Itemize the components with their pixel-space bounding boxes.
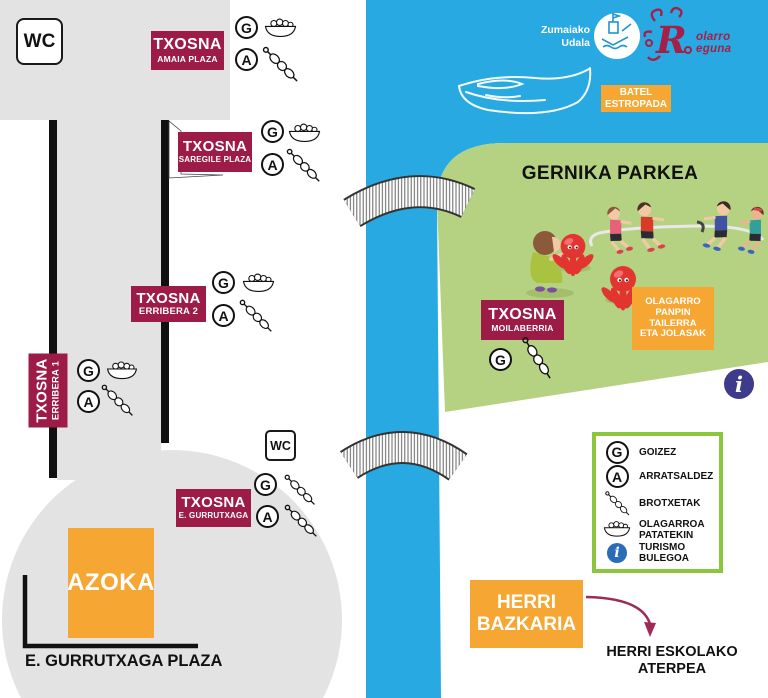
info-icon: i (724, 369, 754, 399)
olarro-logo-letter: R (655, 18, 687, 62)
skewer-icon (515, 336, 558, 379)
txosna-name: TXOSNA (181, 494, 246, 512)
tug-of-war-illustration (589, 201, 765, 254)
txosna-location: AMAIA PLAZA (157, 53, 218, 64)
legend-item-brotxetak: BROTXETAK (602, 490, 713, 517)
girl-octopus-illustration (526, 231, 574, 298)
legend-label: OLAGARROA PATATEKIN (639, 518, 705, 541)
afternoon-marker: A (256, 505, 279, 528)
bowl-icon (264, 18, 297, 37)
skewer-icon (604, 491, 629, 516)
skewer-icon (284, 504, 317, 537)
afternoon-marker: A (605, 465, 629, 489)
info-icon: i (607, 543, 627, 564)
legend-item-arratsaldez: A ARRATSALDEZ (602, 465, 714, 489)
legend-item-turismo: i TURISMO BULEGOA (602, 542, 713, 564)
legend-label: BROTXETAK (639, 497, 701, 509)
bowl-icon (242, 273, 275, 292)
afternoon-marker: A (212, 304, 235, 327)
afternoon-marker: A (77, 390, 100, 413)
legend-label: ARRATSALDEZ (639, 471, 714, 483)
skewer-icon (101, 384, 134, 417)
txosna-name: TXOSNA (153, 36, 222, 54)
morning-letter: G (241, 19, 252, 36)
txosna-name: TXOSNA (182, 138, 248, 156)
afternoon-letter: A (83, 393, 94, 410)
wc-label: WC (270, 438, 291, 453)
morning-marker: G (77, 359, 100, 382)
morning-marker: G (261, 120, 284, 143)
txosna-badge-erribera-2: TXOSNA ERRIBERA 2 (131, 286, 206, 322)
afternoon-letter: A (267, 156, 278, 173)
txosna-name: TXOSNA (33, 357, 51, 423)
morning-letter: G (83, 362, 94, 379)
plaza-corner-line (22, 575, 198, 649)
morning-marker: G (254, 473, 277, 496)
afternoon-letter: A (218, 307, 229, 324)
legend: G GOIZEZ A ARRATSALDEZ BROTXETAK OLAGARR… (592, 432, 723, 573)
txosna-badge-amaia-plaza: TXOSNA AMAIA PLAZA (151, 31, 224, 70)
skewer-icon (239, 299, 272, 332)
afternoon-marker: A (261, 153, 284, 176)
txosna-badge-erribera-1: TXOSNA ERRIBERA 1 (28, 353, 67, 427)
plaza-name-label: E. GURRUTXAGA PLAZA (25, 652, 223, 670)
txosna-location: ERRIBERA 1 (49, 360, 61, 420)
txosna-location: MOILABERRIA (491, 323, 554, 334)
morning-letter: G (218, 274, 229, 291)
txosna-location: ERRIBERA 2 (138, 306, 199, 318)
road-lines (49, 120, 169, 478)
morning-marker: G (212, 271, 235, 294)
wc-sign-north: WC (16, 18, 63, 65)
morning-marker: G (235, 16, 258, 39)
bridge-icon-south (339, 431, 468, 481)
morning-marker: G (489, 348, 512, 371)
legend-item-goizez: G GOIZEZ (602, 440, 713, 464)
azoka-box: AZOKA (67, 528, 154, 638)
morning-letter: G (260, 476, 271, 493)
legend-item-olagarroa: OLAGARROA PATATEKIN (602, 519, 713, 541)
direction-arrow (585, 595, 656, 637)
event-name-label: olarro eguna (696, 31, 732, 55)
afternoon-letter: A (241, 51, 252, 68)
morning-letter: G (611, 444, 623, 461)
txosna-name: TXOSNA (488, 305, 557, 323)
river-water-area (366, 0, 768, 698)
municipality-label: Zumaiako Udala (540, 24, 590, 50)
afternoon-letter: A (262, 508, 273, 525)
batel-estropada-box: BATEL ESTROPADA (601, 85, 671, 112)
park-title: GERNIKA PARKEA (521, 163, 699, 184)
olagarro-workshop-box: OLAGARRO PANPIN TAILERRA ETA JOLASAK (632, 287, 714, 350)
txosna-badge-moilaberria: TXOSNA MOILABERRIA (481, 300, 564, 340)
txosna-name: TXOSNA (136, 289, 201, 307)
herri-eskolako-label: HERRI ESKOLAKO ATERPEA (606, 644, 738, 677)
skewer-icon (284, 474, 316, 506)
bowl-icon (107, 361, 137, 380)
legend-label: GOIZEZ (639, 446, 677, 458)
wc-label: WC (23, 30, 56, 52)
afternoon-marker: A (235, 48, 258, 71)
bridge-icon-north (343, 175, 476, 228)
skewer-icon (286, 148, 320, 182)
afternoon-letter: A (611, 468, 623, 485)
olarro-eguna-logo: R (643, 6, 692, 62)
txosna-location: E. GURRUTXAGA (178, 511, 249, 521)
morning-letter: G (495, 351, 506, 368)
bowl-icon (288, 123, 321, 143)
morning-marker: G (605, 440, 629, 464)
txosna-badge-e-gurrutxaga: TXOSNA E. GURRUTXAGA (176, 489, 251, 527)
legend-label: TURISMO BULEGOA (639, 542, 689, 565)
txosna-location: SAREGILE PLAZA (178, 155, 252, 165)
zumaiako-udala-logo (594, 12, 640, 59)
wc-sign-south: WC (265, 430, 296, 461)
skewer-icon (262, 46, 298, 82)
txosna-badge-saregile-plaza: TXOSNA SAREGILE PLAZA (178, 132, 252, 172)
morning-letter: G (267, 123, 278, 140)
herri-bazkaria-box: HERRI BAZKARIA (470, 580, 583, 648)
boat-sketch (458, 67, 592, 115)
info-letter: i (614, 545, 620, 562)
bowl-icon (603, 521, 631, 537)
info-letter: i (735, 371, 743, 397)
